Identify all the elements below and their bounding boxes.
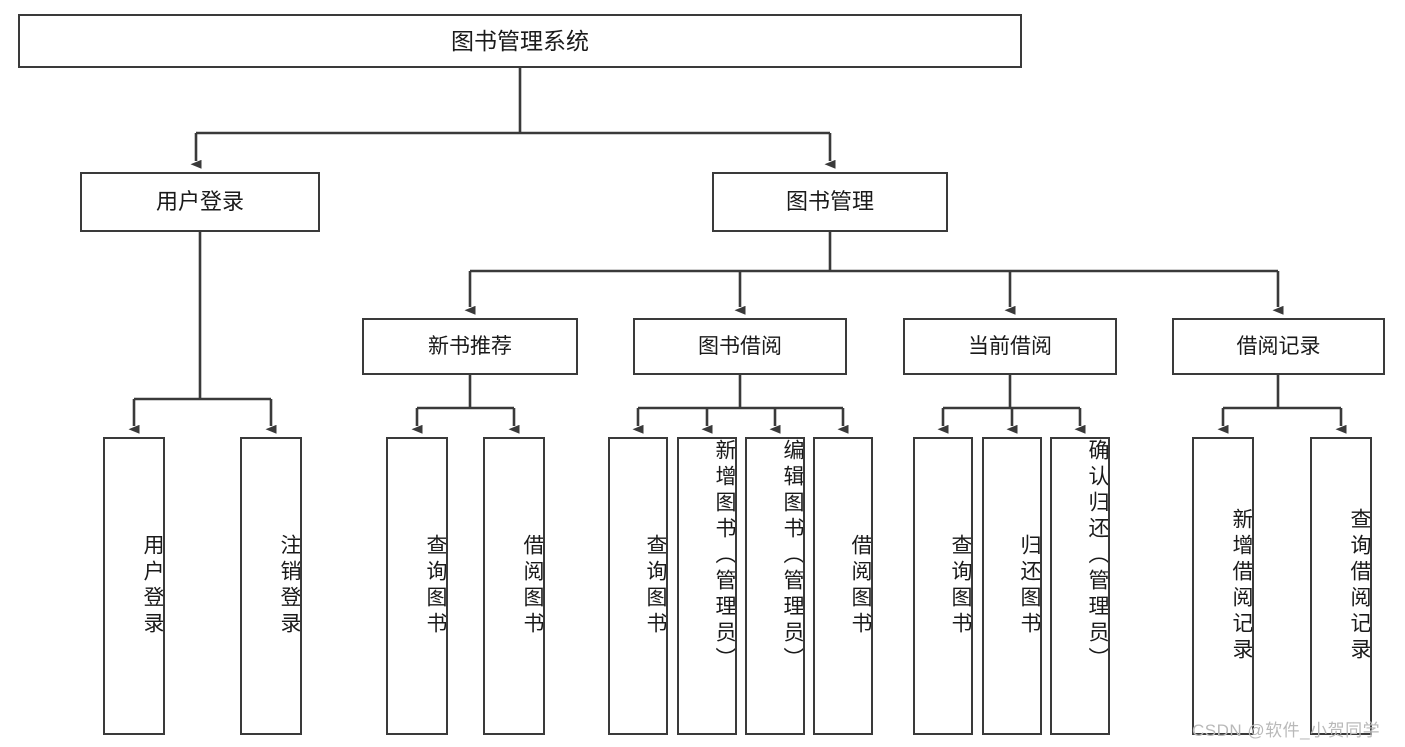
- node-label: 借阅图书: [849, 534, 872, 638]
- edges-currentborrow-to-leaves: [937, 375, 1086, 434]
- node-label: 图书借阅: [698, 334, 782, 358]
- node-label: 用户登录: [155, 188, 244, 214]
- node-label: 新书推荐: [428, 334, 512, 358]
- node-book-borrow[interactable]: 图书借阅: [633, 318, 847, 375]
- edges-bookmanage-to-level2: [464, 232, 1284, 315]
- node-book-manage[interactable]: 图书管理: [712, 172, 948, 232]
- node-label: 图书管理: [785, 188, 874, 214]
- node-leaf-query-book-current[interactable]: 查询图书: [913, 437, 973, 735]
- node-label: 归还图书: [1018, 534, 1041, 638]
- node-leaf-query-book-borrow[interactable]: 查询图书: [608, 437, 668, 735]
- node-new-book-recommend[interactable]: 新书推荐: [362, 318, 578, 375]
- edges-borrowrecord-to-leaves: [1217, 375, 1347, 434]
- node-label: 确认归还（管理员）: [1086, 439, 1109, 673]
- edges-root-to-level1: [190, 68, 836, 169]
- node-label: 用户登录: [141, 534, 164, 638]
- node-label: 查询图书: [949, 534, 972, 638]
- node-leaf-user-login[interactable]: 用户登录: [103, 437, 165, 735]
- edges-bookborrow-to-leaves: [632, 375, 849, 434]
- node-label: 编辑图书（管理员）: [781, 439, 804, 673]
- node-leaf-return-book[interactable]: 归还图书: [982, 437, 1042, 735]
- edges-userlogin-to-leaves: [128, 232, 277, 434]
- node-user-login[interactable]: 用户登录: [80, 172, 320, 232]
- node-label: 借阅图书: [521, 534, 544, 638]
- node-system-root[interactable]: 图书管理系统: [18, 14, 1022, 68]
- node-label: 查询借阅记录: [1348, 508, 1371, 664]
- node-label: 借阅记录: [1236, 334, 1321, 358]
- node-leaf-confirm-return-admin[interactable]: 确认归还（管理员）: [1050, 437, 1110, 735]
- node-leaf-borrow-book-rec[interactable]: 借阅图书: [483, 437, 545, 735]
- node-label: 新增借阅记录: [1230, 508, 1253, 664]
- node-label: 查询图书: [644, 534, 667, 638]
- node-label: 当前借阅: [968, 334, 1052, 358]
- node-leaf-user-logout[interactable]: 注销登录: [240, 437, 302, 735]
- edges-newbook-to-leaves: [411, 375, 520, 434]
- node-label: 图书管理系统: [451, 27, 589, 54]
- node-leaf-borrow-book[interactable]: 借阅图书: [813, 437, 873, 735]
- node-leaf-query-book-rec[interactable]: 查询图书: [386, 437, 448, 735]
- node-borrow-record[interactable]: 借阅记录: [1172, 318, 1385, 375]
- node-label: 新增图书（管理员）: [713, 439, 736, 673]
- node-leaf-edit-book-admin[interactable]: 编辑图书（管理员）: [745, 437, 805, 735]
- node-leaf-add-borrow-record[interactable]: 新增借阅记录: [1192, 437, 1254, 735]
- node-current-borrow[interactable]: 当前借阅: [903, 318, 1117, 375]
- node-label: 注销登录: [278, 534, 301, 638]
- csdn-watermark: CSDN @软件_小贺同学: [1192, 721, 1381, 740]
- node-leaf-add-book-admin[interactable]: 新增图书（管理员）: [677, 437, 737, 735]
- node-leaf-query-borrow-record[interactable]: 查询借阅记录: [1310, 437, 1372, 735]
- node-label: 查询图书: [424, 534, 447, 638]
